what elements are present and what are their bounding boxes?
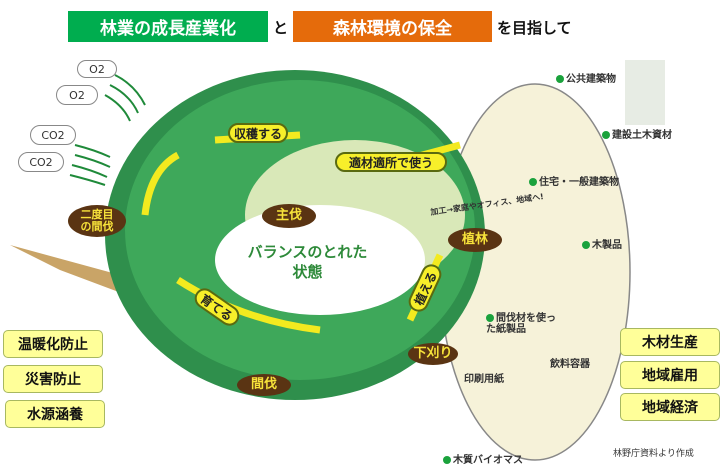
use-paper-products: 間伐材を使った紙製品	[486, 313, 556, 335]
second-thinning-badge: 二度目の間伐	[68, 205, 126, 237]
use-label: 木製品	[592, 240, 622, 251]
benefit-timber-production: 木材生産	[620, 328, 720, 356]
harvest-label: 収穫する	[228, 123, 288, 143]
use-label: 間伐材を使った紙製品	[486, 313, 556, 335]
co2-cloud: CO2	[18, 152, 64, 172]
benefit-local-employment: 地域雇用	[620, 361, 720, 389]
connector-text: と	[273, 19, 289, 37]
co2-cloud: CO2	[30, 125, 76, 145]
use-label: 公共建築物	[566, 74, 616, 85]
use-label: 木質バイオマス	[453, 455, 523, 466]
balanced-center	[215, 205, 425, 315]
benefit-disaster-prevention: 災害防止	[3, 365, 103, 393]
weeding-badge: 下刈り	[408, 343, 458, 365]
use-label: 住宅・一般建築物	[539, 177, 619, 188]
use-civil-materials: 建設土木資材	[602, 126, 672, 141]
o2-cloud: O2	[77, 60, 117, 78]
benefit-warming-prevention: 温暖化防止	[3, 330, 103, 358]
planting-badge: 植林	[448, 228, 502, 252]
use-public-buildings: 公共建築物	[556, 70, 616, 85]
goal-forest-conservation: 森林環境の保全	[293, 11, 492, 42]
source-note: 林野庁資料より作成	[613, 449, 694, 459]
balanced-state-text: バランスのとれた状態	[247, 243, 368, 281]
benefit-local-economy: 地域経済	[620, 393, 720, 421]
final-cutting-badge: 主伐	[262, 204, 316, 228]
use-beverage-containers: 飲料容器	[550, 359, 590, 370]
benefit-water-conservation: 水源涵養	[5, 400, 105, 428]
suffix-text: を目指して	[497, 19, 572, 37]
use-housing: 住宅・一般建築物	[529, 173, 619, 188]
use-wood-products: 木製品	[582, 236, 622, 251]
use-biomass: 木質バイオマス	[443, 451, 523, 466]
o2-cloud: O2	[56, 85, 98, 105]
road	[10, 245, 140, 300]
wind-arrows-out	[104, 74, 146, 122]
thinning-badge: 間伐	[237, 374, 291, 396]
use-label: 建設土木資材	[612, 130, 672, 141]
wind-arrows-in	[69, 144, 111, 186]
pile-driver-image	[625, 60, 665, 125]
use-label: 適材適所で使う	[335, 152, 447, 172]
use-printing-paper: 印刷用紙	[464, 374, 504, 385]
goal-forestry-growth: 林業の成長産業化	[68, 11, 268, 42]
